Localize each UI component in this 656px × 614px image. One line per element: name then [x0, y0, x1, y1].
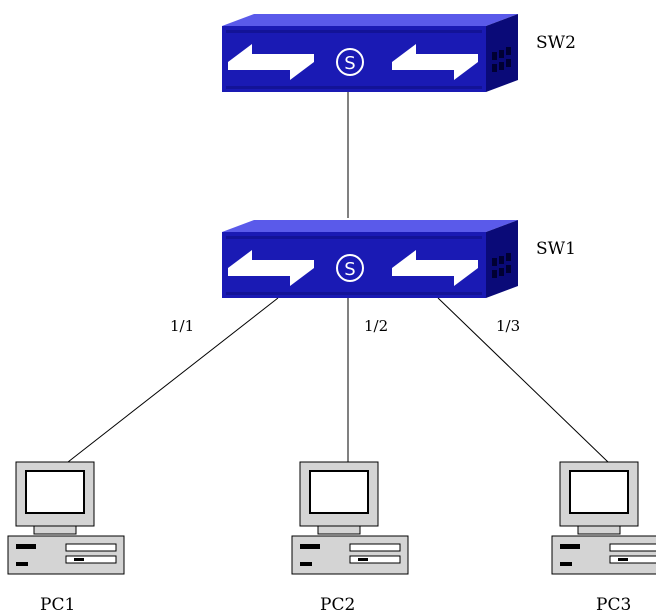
pc3-label: PC3	[596, 595, 631, 614]
switch-sw1-label: SW1	[536, 239, 576, 259]
pc-pc1[interactable]: PC1	[7, 461, 125, 614]
switch-sw2-label: SW2	[536, 33, 576, 53]
switch-glyph-circle	[336, 48, 364, 76]
pc-pc2[interactable]: PC2	[291, 461, 409, 614]
switch-sw2-glyph: S	[344, 53, 355, 74]
switch-glyph-circle	[336, 254, 364, 282]
switch-sw2[interactable]: S SW2	[222, 14, 576, 92]
port-label-1-2: 1/2	[364, 317, 388, 335]
switch-sw1-glyph: S	[344, 259, 355, 280]
pc2-label: PC2	[320, 595, 355, 614]
switch-sw1[interactable]: S SW1	[222, 220, 576, 298]
port-label-1-1: 1/1	[170, 317, 194, 335]
link-port-1-1	[67, 297, 279, 463]
link-port-1-3	[437, 297, 609, 463]
pc1-label: PC1	[40, 595, 75, 614]
pc-pc3[interactable]: PC3	[551, 461, 656, 614]
port-label-1-3: 1/3	[496, 317, 520, 335]
